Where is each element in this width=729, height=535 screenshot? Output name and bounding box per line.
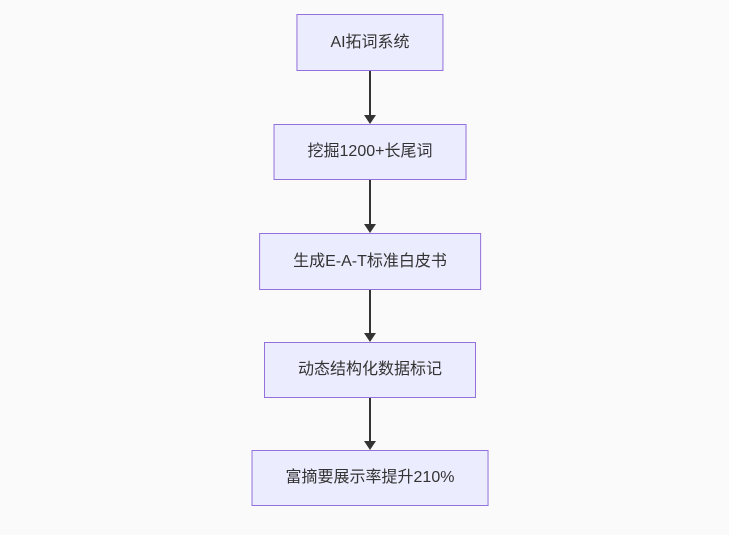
arrowhead-down-icon	[364, 224, 376, 233]
flowchart-node-longtail-keywords: 挖掘1200+长尾词	[273, 124, 467, 180]
arrow-shaft	[369, 398, 371, 441]
flowchart-node-ai-keyword-system: AI拓词系统	[296, 14, 444, 71]
flowchart-node-structured-data-markup: 动态结构化数据标记	[263, 342, 477, 398]
node-label: 富摘要展示率提升210%	[285, 469, 455, 486]
node-label: AI拓词系统	[330, 33, 410, 51]
node-label: 挖掘1200+长尾词	[307, 143, 433, 160]
flow-arrow-4	[364, 398, 376, 450]
arrow-shaft	[369, 180, 371, 224]
arrow-shaft	[369, 290, 371, 333]
arrowhead-down-icon	[364, 441, 376, 450]
arrow-shaft	[369, 71, 371, 115]
node-label: 生成E-A-T标准白皮书	[293, 252, 447, 270]
flow-arrow-2	[364, 180, 376, 233]
arrowhead-down-icon	[364, 115, 376, 124]
flow-arrow-1	[364, 71, 376, 124]
node-label: 动态结构化数据标记	[297, 361, 443, 378]
flowchart-node-rich-snippet-uplift: 富摘要展示率提升210%	[251, 450, 489, 506]
flow-arrow-3	[364, 290, 376, 342]
flowchart-node-eat-whitepaper: 生成E-A-T标准白皮书	[259, 233, 481, 290]
arrowhead-down-icon	[364, 333, 376, 342]
